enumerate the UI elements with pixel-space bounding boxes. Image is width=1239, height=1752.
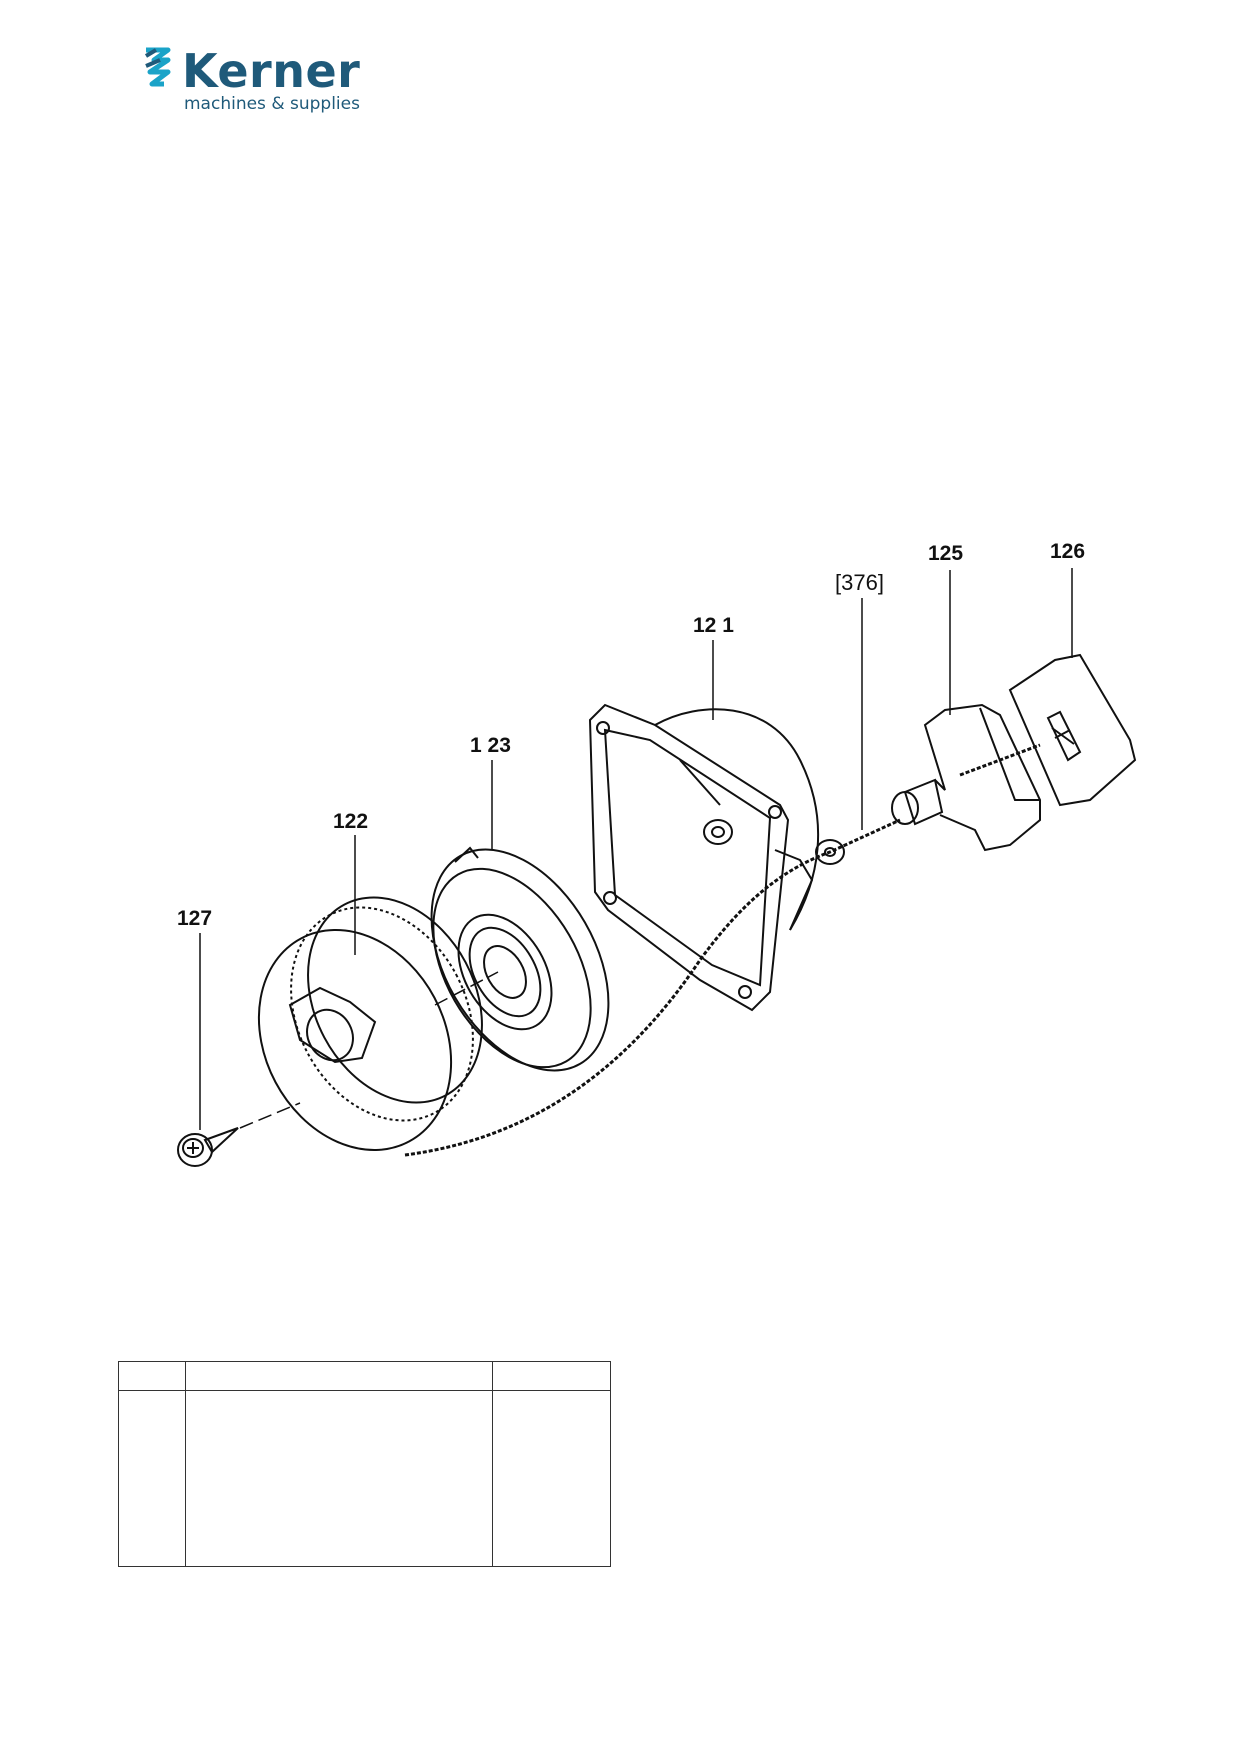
screw-127 bbox=[177, 1127, 239, 1167]
brand-name: Kerner bbox=[182, 44, 361, 98]
table-header-cell bbox=[492, 1361, 611, 1391]
callout-121: 12 1 bbox=[693, 614, 734, 637]
table-cell bbox=[118, 1390, 186, 1567]
callout-126: 126 bbox=[1050, 540, 1085, 563]
table-cell bbox=[185, 1390, 493, 1567]
callout-125: 125 bbox=[928, 542, 963, 565]
handle-125 bbox=[891, 703, 1041, 852]
callout-127: 127 bbox=[177, 907, 212, 930]
spring-123 bbox=[430, 846, 610, 1072]
table-header-row bbox=[118, 1361, 611, 1391]
insert-126 bbox=[1008, 653, 1137, 807]
pulley-122 bbox=[257, 896, 483, 1151]
table-header-cell bbox=[185, 1361, 493, 1391]
rope-grommet bbox=[815, 839, 845, 865]
callout-376: [376] bbox=[835, 570, 884, 595]
kerner-logo-icon bbox=[144, 47, 171, 87]
starter-rope bbox=[404, 818, 901, 1157]
callout-123: 1 23 bbox=[470, 734, 511, 757]
table-row bbox=[118, 1390, 611, 1567]
callout-122: 122 bbox=[333, 810, 368, 833]
table-header-cell bbox=[118, 1361, 186, 1391]
kerner-logo: Kerner machines & supplies bbox=[142, 42, 382, 114]
housing-121 bbox=[588, 703, 820, 1012]
table-cell bbox=[492, 1390, 611, 1567]
parts-table bbox=[118, 1361, 611, 1567]
brand-tagline: machines & supplies bbox=[184, 94, 360, 114]
